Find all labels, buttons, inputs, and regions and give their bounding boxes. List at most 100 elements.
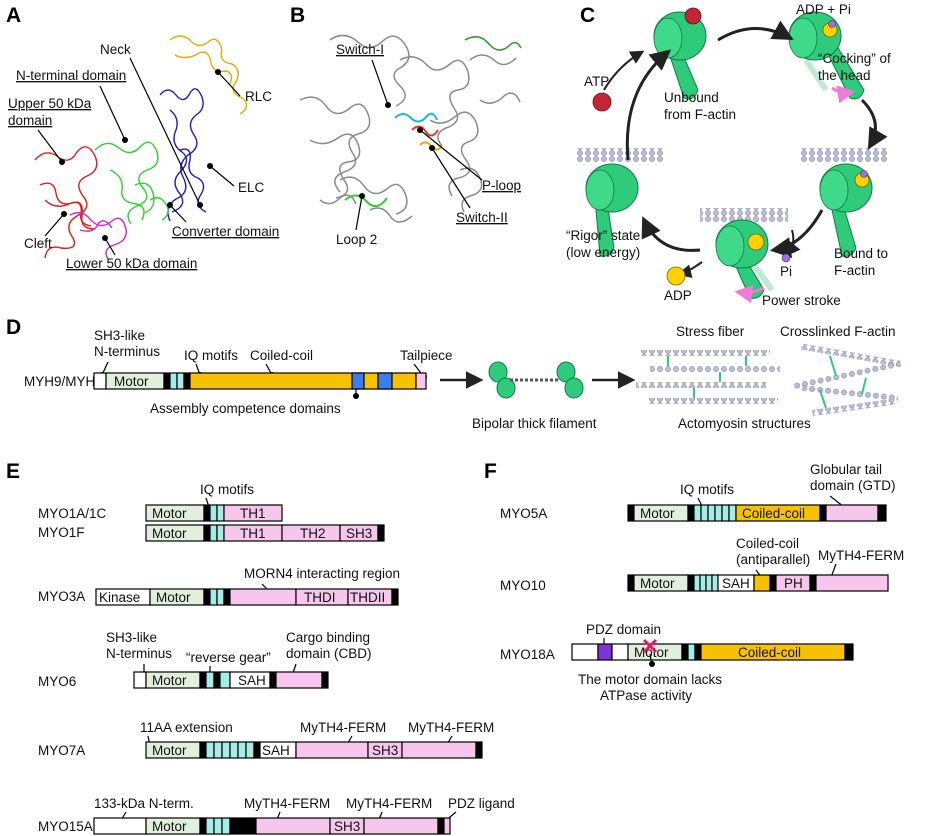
neck-dot <box>197 202 203 208</box>
e-myo1a-th1: TH1 <box>240 506 266 521</box>
f-myo18a-coiled: Coiled-coil <box>738 645 801 660</box>
e-mf2-label: MyTH4-FERM <box>408 720 494 735</box>
nterm-domain-label: N-terminal domain <box>16 68 126 83</box>
myo5a-domain-bar: Motor Coiled-coil <box>627 504 887 522</box>
myo10-domain-bar: Motor SAH PH <box>627 574 889 592</box>
bound-label-1: Bound to <box>834 246 888 261</box>
cycle-arrow-right <box>860 98 888 150</box>
cocking-label-1: “Cocking” of <box>818 51 891 66</box>
cycle-arrow-bottom-left <box>641 216 701 252</box>
ploop-label: P-loop <box>482 178 521 193</box>
myosin-rigor <box>575 148 663 257</box>
myo1f-domain-bar: Motor TH1 TH2 SH3 <box>145 524 385 542</box>
d-nterm-box <box>93 372 107 390</box>
unbound-label-2: from F-actin <box>664 107 736 122</box>
f-mf-label: MyTH4-FERM <box>818 548 904 563</box>
ploop-ribbon <box>411 125 439 137</box>
pi-out-arrow <box>786 229 801 257</box>
d-lever-box <box>183 372 191 390</box>
rlc-dot <box>215 69 221 75</box>
cleft-leader <box>44 213 65 237</box>
power-stroke-label: Power stroke <box>762 293 841 308</box>
panel-label-e: E <box>6 460 20 483</box>
rigor-label-1: “Rigor” state <box>566 228 640 243</box>
f-pdz-label: PDZ domain <box>586 622 661 637</box>
unbound-label-1: Unbound <box>664 90 719 105</box>
f-cc-label-1: Coiled-coil <box>736 536 799 551</box>
elc-leader <box>209 165 235 187</box>
d-acd-box-1 <box>351 372 365 390</box>
e-pdzlig-label: PDZ ligand <box>448 796 515 811</box>
nterm-leader <box>99 85 126 141</box>
switch2-label: Switch-II <box>456 210 508 225</box>
loop2-ribbon <box>344 194 388 208</box>
d-motor-text: Motor <box>114 374 149 389</box>
power-pink-arrow <box>734 285 765 303</box>
elc-dot <box>207 163 213 169</box>
cleft-label: Cleft <box>24 236 52 251</box>
cocking-pink-arrow <box>831 85 856 104</box>
crosslinked-label: Crosslinked F-actin <box>780 324 896 339</box>
e-myo1f-sh3: SH3 <box>346 526 372 541</box>
switch1-dot <box>385 102 391 108</box>
e-myo3a-thdi: THDI <box>304 590 336 605</box>
upper50-label-2: domain <box>8 113 52 128</box>
f-gtd-label-1: Globular tail <box>810 462 882 477</box>
atp-in-arrow <box>603 50 645 91</box>
adp-label: ADP <box>664 288 692 303</box>
d-acd-box-2 <box>377 372 393 390</box>
e-ext-label: 11AA extension <box>140 720 233 735</box>
crosslinked-actin-drawing <box>792 343 902 416</box>
panel-label-b: B <box>290 4 305 27</box>
d-acd-dot <box>353 393 359 399</box>
f-myo10-motor: Motor <box>640 576 675 591</box>
e-myo1f-th2: TH2 <box>300 526 326 541</box>
e-myo7a-name: MYO7A <box>38 743 85 758</box>
d-iq-box-2 <box>176 372 185 390</box>
e-myo15a-motor: Motor <box>152 819 187 834</box>
cycle-arrow-top <box>717 20 794 42</box>
f-cc-label-2: (antiparallel) <box>736 552 810 567</box>
myo7a-domain-bar: Motor SAH SH3 <box>145 741 483 759</box>
motor-domain-ribbon <box>299 34 521 223</box>
neck-label: Neck <box>100 42 131 57</box>
atp-molecule <box>592 92 612 112</box>
d-tail-box <box>415 372 427 390</box>
upper50-leader <box>37 129 63 163</box>
e-myo3a-motor: Motor <box>156 590 191 605</box>
neck-leader <box>129 57 201 206</box>
cocking-label-2: the head <box>818 68 871 83</box>
converter-label: Converter domain <box>172 224 279 239</box>
myosin-unbound <box>653 7 707 100</box>
e-myo3a-name: MYO3A <box>38 589 85 604</box>
f-iq-label: IQ motifs <box>680 482 734 497</box>
myo6-domain-bar: Motor SAH <box>133 671 329 689</box>
switch1-ribbon <box>394 112 438 123</box>
panel-label-d: D <box>6 316 21 339</box>
e-133-label: 133-kDa N-term. <box>94 796 194 811</box>
myo3a-domain-bar: Kinase Motor THDI THDII <box>95 588 399 606</box>
f-lacks-label-2: ATPase activity <box>600 688 692 703</box>
nterm-dot <box>122 137 128 143</box>
e-mf4-label: MyTH4-FERM <box>346 796 432 811</box>
e-myo7a-motor: Motor <box>152 743 187 758</box>
pi-label: Pi <box>780 264 792 279</box>
e-myo7a-sh3: SH3 <box>372 743 398 758</box>
e-mf3-label: MyTH4-FERM <box>244 796 330 811</box>
green-ribbon <box>464 36 522 51</box>
rlc-leader <box>217 71 241 97</box>
f-myo18a-name: MYO18A <box>500 647 555 662</box>
actomyosin-label: Actomyosin structures <box>678 416 811 431</box>
myh9-domain-bar: Motor <box>93 372 427 390</box>
lower50-label: Lower 50 kDa domain <box>66 256 197 271</box>
e-myo6-sh3-label-1: SH3-like <box>106 630 157 645</box>
stress-fiber-drawing <box>636 350 780 404</box>
e-myo1a-name: MYO1A/1C <box>38 506 107 521</box>
pi-molecule <box>781 253 791 263</box>
loop2-dot <box>359 193 365 199</box>
loop2-label: Loop 2 <box>336 232 377 247</box>
panel-label-c: C <box>580 4 595 27</box>
lower50-leader <box>104 237 116 256</box>
ploop-leader <box>419 129 483 181</box>
